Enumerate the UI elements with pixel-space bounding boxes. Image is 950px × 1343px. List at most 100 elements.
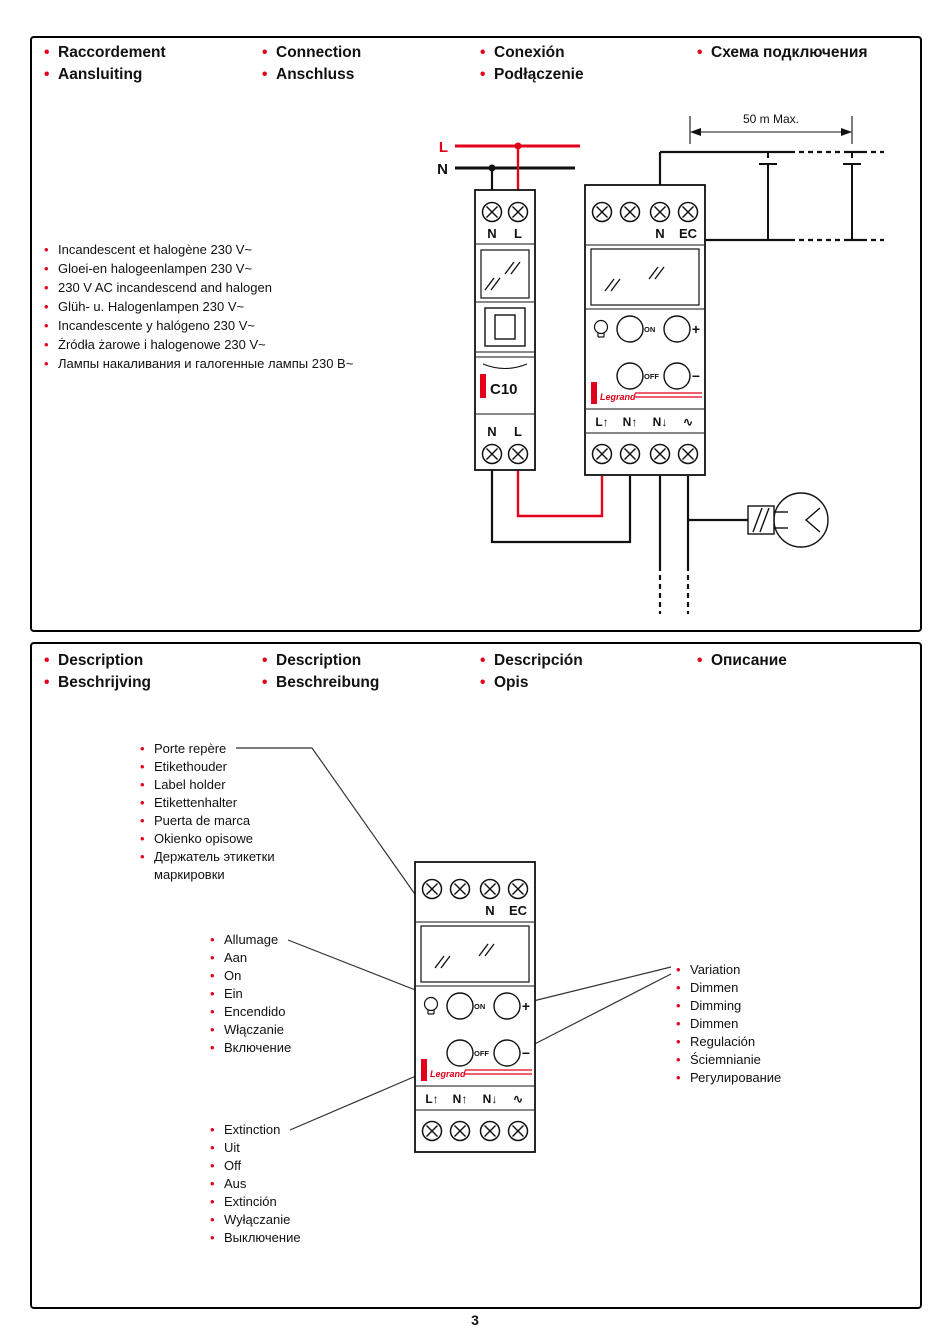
dim-down-button bbox=[493, 1039, 521, 1067]
label-item: Extinction bbox=[210, 1121, 301, 1139]
label-item: Etikettenhalter bbox=[140, 794, 275, 812]
output-wires bbox=[490, 470, 748, 614]
label-item: Ściemnianie bbox=[676, 1051, 781, 1069]
terminal-label: EC bbox=[679, 226, 698, 241]
label-item: Держатель этикетки bbox=[140, 848, 275, 866]
label-item: Porte repère bbox=[140, 740, 275, 758]
off-button bbox=[446, 1039, 474, 1067]
extension-pushbutton-circuit bbox=[658, 150, 884, 242]
on-label: ON bbox=[644, 325, 655, 334]
label-item: Extinción bbox=[210, 1193, 301, 1211]
arrow-left-icon bbox=[690, 128, 701, 136]
page-number: 3 bbox=[471, 1312, 479, 1328]
off-label: OFF bbox=[474, 1049, 489, 1058]
header-description-en-de: Description Beschreibung bbox=[262, 650, 379, 694]
lamp-type-item: Żródła żarowe i halogenowe 230 V~ bbox=[44, 335, 353, 354]
lamp-type-item: Лампы накаливания и галогенные лампы 230… bbox=[44, 354, 353, 373]
max-distance-dimension: 50 m Max. bbox=[689, 112, 853, 144]
header-label: Conexión bbox=[480, 42, 584, 64]
header-label: Description bbox=[262, 650, 379, 672]
terminal-label: ∿ bbox=[513, 1092, 523, 1106]
breaker-toggle-button bbox=[494, 314, 516, 340]
dim-down-button bbox=[663, 362, 691, 390]
header-label: Описание bbox=[697, 650, 787, 672]
connection-diagram: L N 50 m Max. bbox=[437, 112, 884, 614]
header-label: Connection bbox=[262, 42, 361, 64]
screw-terminal-icon bbox=[421, 878, 443, 900]
screw-terminal-icon bbox=[591, 443, 613, 465]
dimming-labels-list: Variation Dimmen Dimming Dimmen Regulaci… bbox=[676, 961, 781, 1087]
terminal-label: N↑ bbox=[453, 1092, 468, 1106]
label-holder-window bbox=[590, 248, 700, 306]
dim-up-button bbox=[493, 992, 521, 1020]
terminal-label: EC bbox=[509, 903, 528, 918]
header-label: Descripción bbox=[480, 650, 583, 672]
header-description-fr-nl: Description Beschrijving bbox=[44, 650, 151, 694]
legrand-logo: Legrand bbox=[430, 1069, 466, 1079]
breaker-outline bbox=[474, 189, 536, 471]
terminal-label: N bbox=[487, 424, 496, 439]
screw-terminal-icon bbox=[507, 443, 529, 465]
minus-label: − bbox=[522, 1045, 530, 1061]
off-button bbox=[616, 362, 644, 390]
plus-label: + bbox=[522, 998, 530, 1014]
label-item: Aus bbox=[210, 1175, 301, 1193]
dimmer-outline bbox=[584, 184, 706, 476]
terminal-label: N bbox=[487, 226, 496, 241]
header-description-es-pl: Descripción Opis bbox=[480, 650, 583, 694]
label-item: Aan bbox=[210, 949, 291, 967]
plus-label: + bbox=[692, 321, 700, 337]
screw-terminal-icon bbox=[479, 1120, 501, 1142]
header-label: Raccordement bbox=[44, 42, 166, 64]
lamp-type-item: Gloei-en halogeenlampen 230 V~ bbox=[44, 259, 353, 278]
off-label: OFF bbox=[644, 372, 659, 381]
label-item: Etikethouder bbox=[140, 758, 275, 776]
screw-terminal-icon bbox=[649, 201, 671, 223]
label-item: маркировки bbox=[154, 867, 225, 882]
off-labels-list: Extinction Uit Off Aus Extinción Wyłącza… bbox=[210, 1121, 301, 1247]
header-connection-fr-nl: Raccordement Aansluiting bbox=[44, 42, 166, 86]
on-label: ON bbox=[474, 1002, 485, 1011]
dimmer-module: N EC ON + OFF − Legrand L↑ N↑ N↓ ∿ bbox=[414, 861, 536, 1153]
header-label: Beschreibung bbox=[262, 672, 379, 694]
circuit-breaker-module: N L C10 N L bbox=[474, 189, 536, 471]
label-item: Включение bbox=[210, 1039, 291, 1057]
header-label: Opis bbox=[480, 672, 583, 694]
dim-down-pointer-line bbox=[520, 973, 672, 1052]
label-item: Okienko opisowe bbox=[140, 830, 275, 848]
header-label: Podłączenie bbox=[480, 64, 584, 86]
header-description-ru: Описание bbox=[697, 650, 787, 672]
screw-terminal-icon bbox=[677, 201, 699, 223]
push-button-icon bbox=[842, 151, 862, 241]
label-holder-window bbox=[420, 925, 530, 983]
lamp-type-item: Incandescent et halogène 230 V~ bbox=[44, 240, 353, 259]
junction-dot bbox=[488, 164, 496, 172]
header-label: Aansluiting bbox=[44, 64, 166, 86]
screw-terminal-icon bbox=[591, 201, 613, 223]
terminal-label: N bbox=[655, 226, 664, 241]
on-button bbox=[446, 992, 474, 1020]
header-label: Anschluss bbox=[262, 64, 361, 86]
neutral-output-wire bbox=[490, 470, 632, 544]
header-label: Схема подключения bbox=[697, 42, 868, 64]
supply-wires: L N bbox=[437, 139, 580, 191]
label-item: Allumage bbox=[210, 931, 291, 949]
label-item: Ein bbox=[210, 985, 291, 1003]
header-label: Description bbox=[44, 650, 151, 672]
red-flag bbox=[591, 382, 597, 404]
screw-terminal-icon bbox=[449, 1120, 471, 1142]
screw-terminal-icon bbox=[619, 201, 641, 223]
on-button bbox=[616, 315, 644, 343]
lamp-type-item: Incandescente y halógeno 230 V~ bbox=[44, 316, 353, 335]
label-holder-window bbox=[480, 249, 530, 299]
label-holder-labels-list: Porte repère Etikethouder Label holder E… bbox=[140, 740, 275, 884]
max-distance-label: 50 m Max. bbox=[743, 112, 799, 126]
dimmer-module: N EC ON + OFF − Legrand L↑ N↑ N↓ ∿ bbox=[584, 184, 706, 476]
label-item: Dimming bbox=[676, 997, 781, 1015]
label-item: Encendido bbox=[210, 1003, 291, 1021]
terminal-label: N↑ bbox=[623, 415, 638, 429]
header-connection-es-pl: Conexión Podłączenie bbox=[480, 42, 584, 86]
on-labels-list: Allumage Aan On Ein Encendido Włączanie … bbox=[210, 931, 291, 1057]
minus-label: − bbox=[692, 368, 700, 384]
screw-terminal-icon bbox=[421, 1120, 443, 1142]
